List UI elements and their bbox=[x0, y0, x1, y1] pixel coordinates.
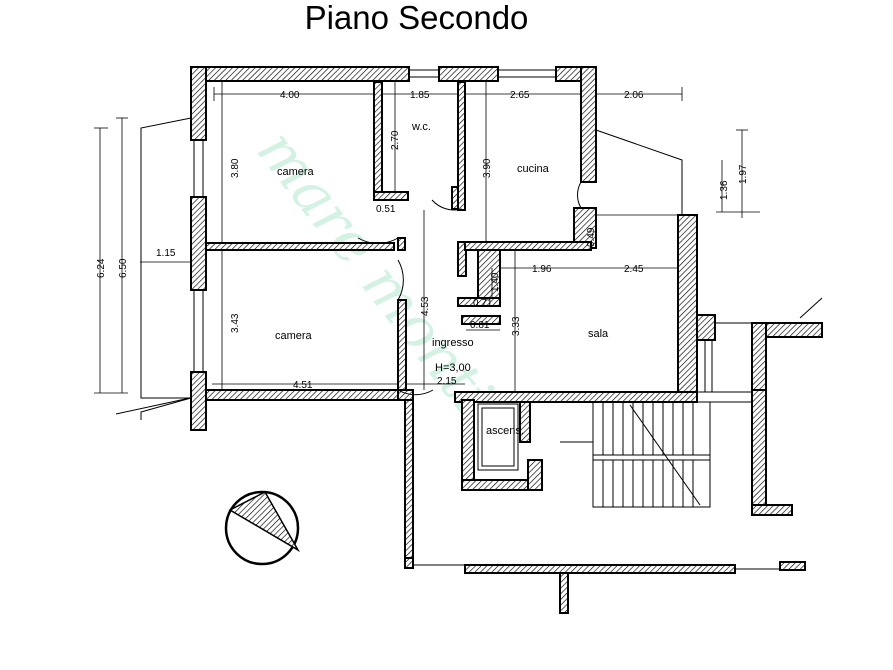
room-label-ingresso: ingresso bbox=[432, 337, 474, 349]
dim-overall-624: 6.24 bbox=[96, 258, 107, 278]
room-label-wc: w.c. bbox=[411, 121, 431, 133]
dim-top-camera: 4.00 bbox=[280, 90, 300, 101]
dimension-lines bbox=[94, 82, 760, 394]
height-note: H=3,00 bbox=[435, 362, 471, 374]
dim-step-140: 1.40 bbox=[490, 272, 501, 292]
window-lines bbox=[115, 69, 823, 570]
dim-ingresso-width: 2.15 bbox=[437, 376, 457, 387]
dim-overall-650: 6.50 bbox=[118, 258, 129, 278]
dim-step-071: 0.71 bbox=[473, 298, 493, 309]
room-label-sala: sala bbox=[588, 328, 609, 340]
room-label-cucina: cucina bbox=[517, 163, 550, 175]
elevator bbox=[477, 403, 519, 471]
dim-cucina-height: 3.90 bbox=[482, 158, 493, 178]
dim-left-115: 1.15 bbox=[156, 248, 176, 259]
dim-ingresso-height: 4.53 bbox=[420, 296, 431, 316]
plan-title: Piano Secondo bbox=[304, 0, 529, 36]
dim-camera-bottom-height: 3.43 bbox=[230, 313, 241, 333]
dim-sala-height: 3.33 bbox=[511, 316, 522, 336]
dim-step-081: 0.81 bbox=[470, 320, 490, 331]
room-label-ascens: ascens. bbox=[486, 425, 524, 437]
dim-sala-196: 1.96 bbox=[532, 264, 552, 275]
dim-right-ext: 2.06 bbox=[624, 90, 644, 101]
dim-wc-door: 0.51 bbox=[376, 204, 396, 215]
dim-camera-top-height: 3.80 bbox=[230, 158, 241, 178]
compass-icon bbox=[224, 490, 301, 566]
dim-wc-width: 1.85 bbox=[410, 90, 430, 101]
room-label-camera-top: camera bbox=[277, 166, 315, 178]
dim-camera-bottom-width: 4.51 bbox=[293, 380, 313, 391]
staircase bbox=[560, 401, 711, 508]
dim-step-049: 0.49 bbox=[586, 227, 597, 247]
room-label-camera-bottom: camera bbox=[275, 330, 313, 342]
dim-sala-245: 2.45 bbox=[624, 264, 644, 275]
dim-right-197: 1.97 bbox=[738, 164, 749, 184]
walls bbox=[190, 66, 823, 614]
dim-right-136: 1.36 bbox=[719, 180, 730, 200]
dim-wc-height: 2.70 bbox=[390, 130, 401, 150]
dim-cucina-width: 2.65 bbox=[510, 90, 530, 101]
doors bbox=[357, 181, 582, 396]
